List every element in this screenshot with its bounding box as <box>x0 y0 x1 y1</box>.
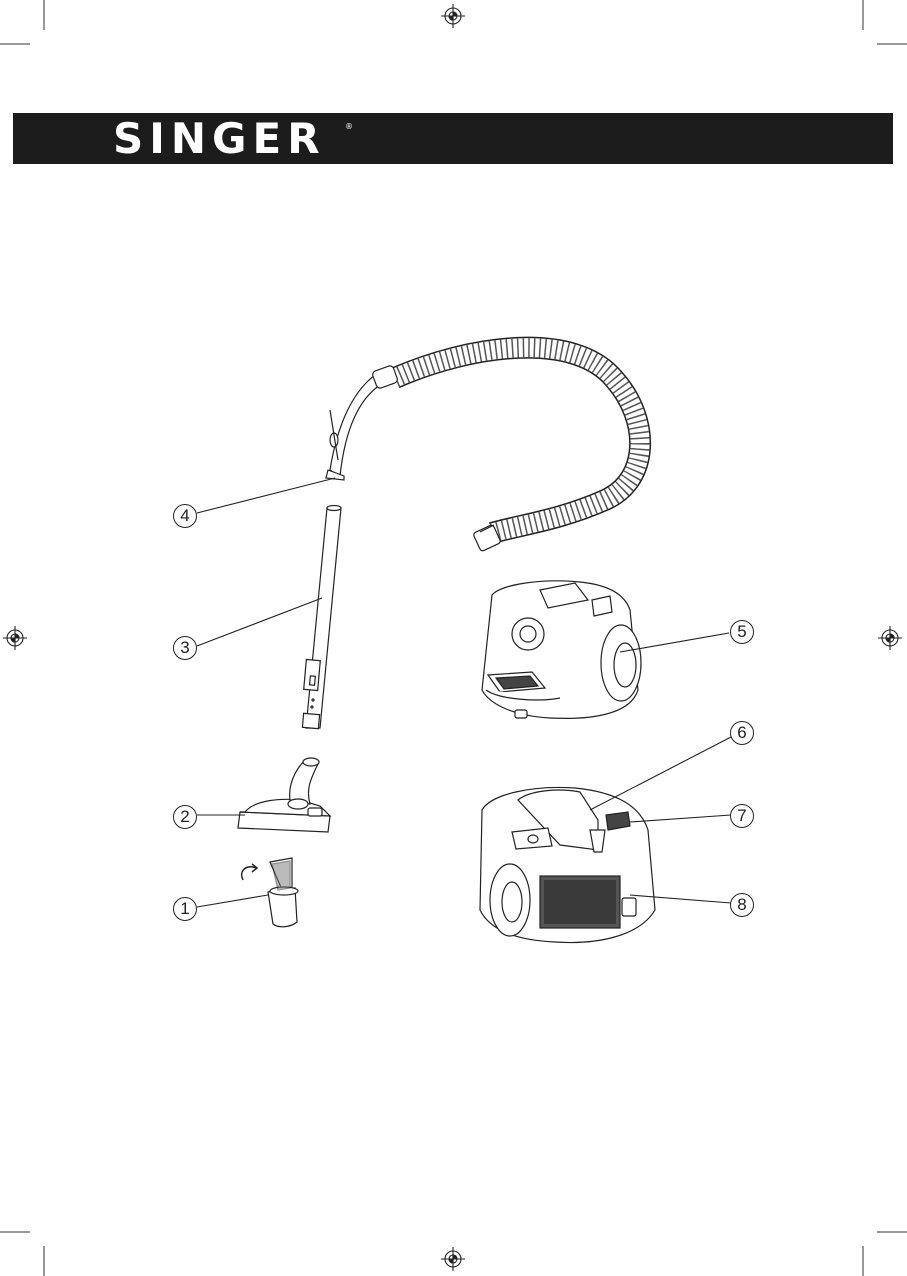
leader-lines <box>197 478 731 907</box>
rotate-arrow-icon <box>242 864 257 880</box>
callout-4: 4 <box>173 504 197 528</box>
floor-nozzle-illustration <box>238 758 330 832</box>
callout-3: 3 <box>173 636 197 660</box>
crevice-tool-illustration <box>268 858 298 927</box>
callout-1: 1 <box>173 897 197 921</box>
callout-5: 5 <box>730 620 754 644</box>
brand-logo: SINGER <box>113 114 326 164</box>
callout-7: 7 <box>730 804 754 828</box>
registered-mark: ® <box>345 122 353 131</box>
vacuum-front-illustration <box>482 581 641 719</box>
registration-mark-icon <box>3 4 902 1271</box>
tube-illustration <box>302 506 341 729</box>
hose-illustration <box>326 348 640 552</box>
callout-8: 8 <box>730 893 754 917</box>
callout-6: 6 <box>730 721 754 745</box>
vacuum-rear-illustration <box>480 787 655 942</box>
callout-2: 2 <box>173 805 197 829</box>
